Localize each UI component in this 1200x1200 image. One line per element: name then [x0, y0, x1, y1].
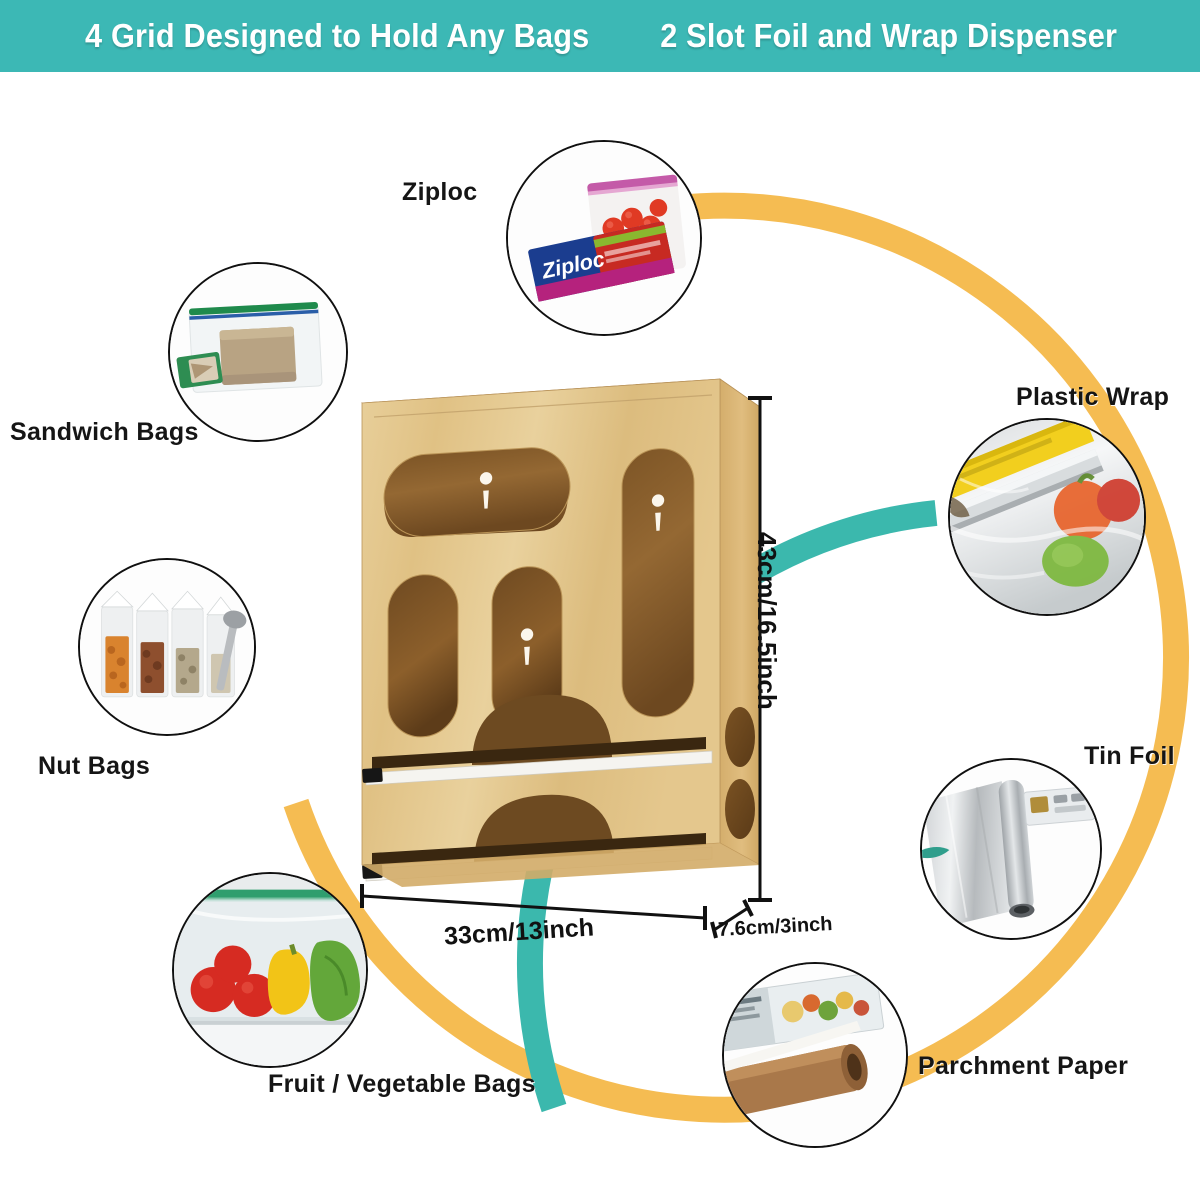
callout-nut-bags[interactable]: [78, 558, 256, 736]
parchment-paper-photo: [724, 964, 906, 1146]
ziploc-photo: Ziploc: [508, 142, 700, 334]
cavity-slot-2: [388, 574, 458, 737]
callout-plastic-wrap[interactable]: [948, 418, 1146, 616]
callout-label-tin-foil: Tin Foil: [1084, 742, 1175, 770]
callout-fruit-vegetable-bags[interactable]: [172, 872, 368, 1068]
cavity-slot-4: [622, 448, 694, 717]
keyhole-1: [479, 472, 493, 509]
dimension-height-label: 43cm/16.5inch: [752, 532, 782, 710]
header-banner: 4 Grid Designed to Hold Any Bags 2 Slot …: [0, 0, 1200, 72]
callout-label-plastic-wrap: Plastic Wrap: [1016, 383, 1170, 411]
nut-bags-photo: [80, 560, 254, 734]
dispenser-slot-2: [372, 833, 706, 865]
product-illustration: [360, 378, 762, 887]
callout-label-parchment-paper: Parchment Paper: [918, 1052, 1129, 1080]
tin-foil-photo: [922, 760, 1100, 938]
callout-label-ziploc: Ziploc: [402, 178, 478, 206]
cutter-end-cap-1: [362, 767, 383, 783]
callout-label-nut-bags: Nut Bags: [38, 752, 151, 780]
callout-label-fruit-vegetable-bags: Fruit / Vegetable Bags: [268, 1070, 536, 1098]
callout-ziploc[interactable]: Ziploc: [506, 140, 702, 336]
side-hole-2: [725, 779, 755, 839]
callout-tin-foil[interactable]: [920, 758, 1102, 940]
dispenser-slot-1: [372, 737, 706, 769]
side-hole-1: [725, 707, 755, 767]
sandwich-bags-photo: [170, 264, 346, 440]
keyhole-4: [651, 494, 665, 531]
callout-label-sandwich-bags: Sandwich Bags: [10, 418, 199, 446]
callout-parchment-paper[interactable]: [722, 962, 908, 1148]
fruit-vegetable-bags-photo: [174, 874, 366, 1066]
plastic-wrap-photo: [950, 420, 1144, 614]
callout-sandwich-bags[interactable]: [168, 262, 348, 442]
keyhole-3: [520, 628, 534, 665]
cavity-slot-1: [384, 447, 570, 537]
banner-headline-left: 4 Grid Designed to Hold Any Bags: [85, 17, 590, 54]
banner-headline-right: 2 Slot Foil and Wrap Dispenser: [659, 17, 1117, 54]
